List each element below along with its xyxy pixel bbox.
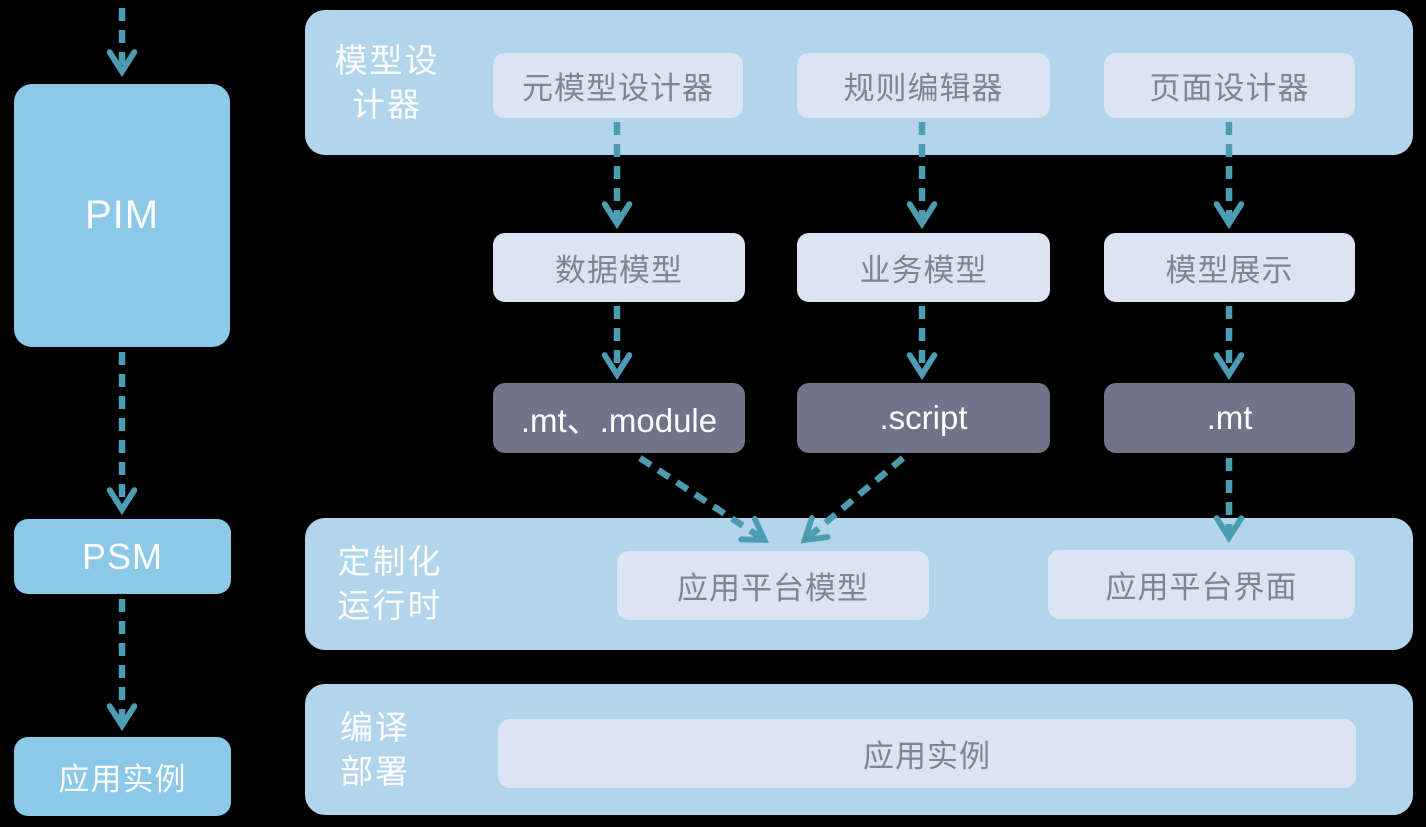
mt-module-file-box: .mt、.module — [493, 383, 745, 453]
pim-node: PIM — [14, 84, 230, 347]
app-platform-ui-chip: 应用平台界面 — [1048, 550, 1355, 619]
mt-module-file-label: .mt、.module — [520, 402, 718, 439]
data-model-label: 数据模型 — [555, 253, 683, 288]
model-display-chip: 模型展示 — [1104, 233, 1355, 302]
app-instance-chip-label: 应用实例 — [863, 739, 991, 774]
script-file-box: .script — [797, 383, 1050, 453]
model-designer-label: 模型设 计器 — [334, 41, 440, 123]
app-platform-model-chip: 应用平台模型 — [617, 551, 929, 620]
app-platform-ui-label: 应用平台界面 — [1105, 570, 1298, 605]
app-platform-model-label: 应用平台模型 — [677, 571, 869, 606]
compile-deploy-label: 编译 部署 — [340, 708, 410, 790]
page-designer-label: 页面设计器 — [1149, 71, 1310, 106]
data-model-chip: 数据模型 — [493, 233, 745, 302]
page-designer-chip: 页面设计器 — [1104, 53, 1355, 118]
mt-file-label: .mt — [1206, 399, 1253, 436]
business-model-chip: 业务模型 — [797, 233, 1050, 302]
model-display-label: 模型展示 — [1165, 253, 1294, 288]
metamodel-designer-label: 元模型设计器 — [522, 71, 714, 106]
app-instance-node: 应用实例 — [14, 737, 231, 816]
custom-runtime-label: 定制化 运行时 — [337, 543, 443, 624]
rule-editor-label: 规则编辑器 — [843, 71, 1004, 106]
script-file-label: .script — [879, 399, 968, 436]
pim-label: PIM — [84, 193, 160, 237]
app-instance-label: 应用实例 — [58, 762, 187, 797]
rule-editor-chip: 规则编辑器 — [797, 53, 1050, 118]
mt-file-box: .mt — [1104, 383, 1355, 453]
app-instance-chip: 应用实例 — [498, 719, 1356, 788]
business-model-label: 业务模型 — [859, 253, 988, 288]
metamodel-designer-chip: 元模型设计器 — [493, 53, 743, 118]
psm-node: PSM — [14, 519, 231, 594]
psm-label: PSM — [81, 535, 163, 577]
